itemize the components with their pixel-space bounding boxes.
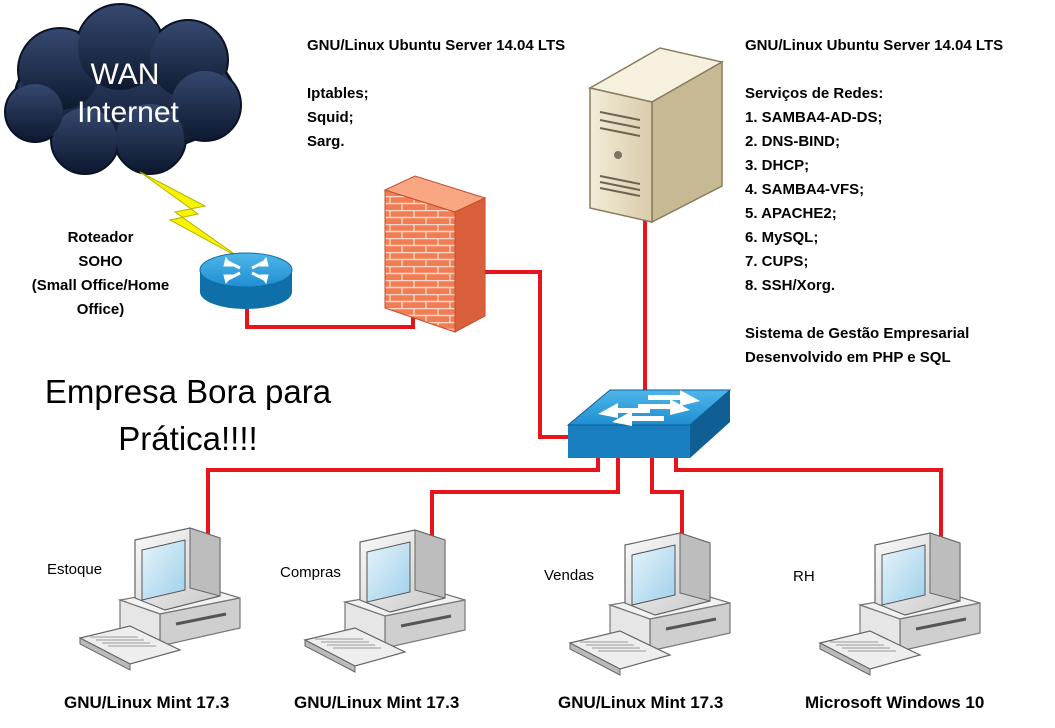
diagram-title: Empresa Bora para Prática!!!!: [18, 368, 358, 462]
diagram-title-line: Empresa Bora para: [44, 373, 332, 410]
router-label-line: Office): [76, 301, 125, 318]
workstation-os-estoque: GNU/Linux Mint 17.3: [64, 693, 230, 712]
workstation-label-estoque: Estoque: [47, 561, 103, 578]
router-label-line: (Small Office/Home: [31, 277, 170, 294]
workstations-group: [78, 527, 981, 676]
service-item: 2. DNS-BIND;: [745, 133, 841, 150]
link-firewall-switch: [474, 270, 570, 439]
firewall-service-item: Squid;: [307, 109, 354, 126]
services-title: Serviços de Redes:: [745, 85, 884, 102]
service-item: 4. SAMBA4-VFS;: [745, 181, 865, 198]
service-item: 5. APACHE2;: [745, 205, 837, 222]
link-switch-rh: [674, 455, 943, 545]
desktop-computer-icon: [568, 532, 731, 676]
system-description-line: Sistema de Gestão Empresarial: [745, 325, 970, 342]
workstation-label-rh: RH: [793, 568, 815, 585]
workstation-os-rh: Microsoft Windows 10: [805, 693, 985, 712]
router-label: Roteador SOHO (Small Office/Home Office): [8, 226, 193, 322]
firewall-server-info: GNU/Linux Ubuntu Server 14.04 LTS Iptabl…: [307, 34, 565, 154]
router-label-line: Roteador: [67, 229, 134, 246]
firewall-service-item: Sarg.: [307, 133, 345, 150]
switch-icon: [566, 389, 732, 458]
network-links: [206, 218, 943, 545]
desktop-computer-icon: [303, 529, 466, 673]
wan-cloud-icon: WAN Internet: [4, 3, 242, 175]
service-item: 6. MySQL;: [745, 229, 819, 246]
cloud-label-internet: Internet: [77, 96, 179, 129]
desktop-computer-icon: [818, 532, 981, 676]
firewall-service-item: Iptables;: [307, 85, 369, 102]
link-switch-compras: [430, 455, 620, 542]
diagram-title-line: Prática!!!!: [118, 420, 258, 457]
main-server-info: GNU/Linux Ubuntu Server 14.04 LTS Serviç…: [745, 34, 1003, 370]
link-switch-vendas: [650, 455, 684, 545]
workstation-label-compras: Compras: [280, 564, 341, 581]
server-tower-icon: [587, 47, 725, 224]
workstation-os-compras: GNU/Linux Mint 17.3: [294, 693, 460, 712]
firewall-server-heading: GNU/Linux Ubuntu Server 14.04 LTS: [307, 37, 566, 54]
firewall-icon: [383, 175, 487, 333]
workstation-os-vendas: GNU/Linux Mint 17.3: [558, 693, 724, 712]
main-server-heading: GNU/Linux Ubuntu Server 14.04 LTS: [745, 37, 1004, 54]
router-label-line: SOHO: [78, 253, 123, 270]
service-item: 8. SSH/Xorg.: [745, 277, 836, 294]
system-description-line: Desenvolvido em PHP e SQL: [745, 349, 951, 366]
link-switch-estoque: [206, 455, 600, 540]
desktop-computer-icon: [78, 527, 241, 671]
cloud-label-wan: WAN: [91, 58, 160, 91]
service-item: 7. CUPS;: [745, 253, 809, 270]
workstation-label-vendas: Vendas: [544, 567, 595, 584]
service-item: 1. SAMBA4-AD-DS;: [745, 109, 883, 126]
router-icon: [199, 252, 293, 309]
service-item: 3. DHCP;: [745, 157, 810, 174]
